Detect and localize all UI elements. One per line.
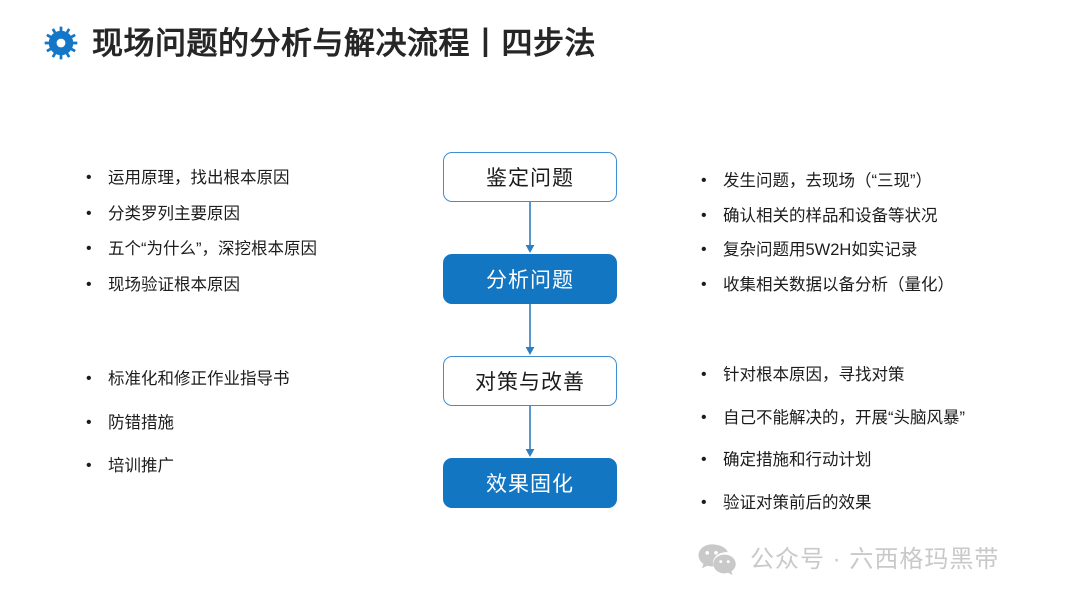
list-item: • 自己不能解决的，开展“头脑风暴” xyxy=(701,408,965,427)
list-item: • 防错措施 xyxy=(86,413,290,432)
bullet-icon: • xyxy=(701,206,707,224)
page-header: 现场问题的分析与解决流程丨四步法 xyxy=(44,26,596,60)
gear-icon xyxy=(44,26,78,60)
left-bottom-bullet-list: • 标准化和修正作业指导书 • 防错措施 • 培训推广 xyxy=(86,371,290,502)
list-item-label: 验证对策前后的效果 xyxy=(723,493,872,512)
bullet-icon: • xyxy=(701,241,707,258)
wechat-icon xyxy=(698,544,736,576)
footer-label: 公众号 · 六西格玛黑带 xyxy=(750,546,1000,573)
list-item-label: 发生问题，去现场（“三现”） xyxy=(723,172,932,190)
list-item-label: 五个“为什么”，深挖根本原因 xyxy=(108,240,317,258)
list-item-label: 培训推广 xyxy=(108,457,174,475)
list-item: • 培训推广 xyxy=(86,458,290,475)
bullet-icon: • xyxy=(86,413,92,431)
list-item-label: 收集相关数据以备分析（量化） xyxy=(723,275,954,294)
right-top-bullet-list: • 发生问题，去现场（“三现”） • 确认相关的样品和设备等状况 • 复杂问题用… xyxy=(701,173,954,311)
list-item: • 针对根本原因，寻找对策 xyxy=(701,367,965,384)
list-item: • 验证对策前后的效果 xyxy=(701,493,965,512)
flow-connector-2 xyxy=(443,304,617,356)
list-item-label: 运用原理，找出根本原因 xyxy=(108,169,290,187)
bullet-icon: • xyxy=(86,275,92,293)
list-item-label: 确认相关的样品和设备等状况 xyxy=(723,206,938,225)
down-arrow-icon xyxy=(525,406,535,457)
bullet-icon: • xyxy=(86,169,92,186)
footer-watermark: 公众号 · 六西格玛黑带 xyxy=(697,543,999,577)
flow-step-3[interactable]: 对策与改善 xyxy=(443,356,617,406)
bullet-icon: • xyxy=(701,451,707,468)
flow-connector-1 xyxy=(443,202,617,254)
list-item-label: 分类罗列主要原因 xyxy=(108,204,240,223)
list-item: • 分类罗列主要原因 xyxy=(86,204,317,223)
down-arrow-icon xyxy=(525,202,535,253)
list-item: • 五个“为什么”，深挖根本原因 xyxy=(86,241,317,258)
list-item: • 确定措施和行动计划 xyxy=(701,452,965,469)
list-item: • 现场验证根本原因 xyxy=(86,275,317,294)
list-item: • 确认相关的样品和设备等状况 xyxy=(701,206,954,225)
flow-step-1[interactable]: 鉴定问题 xyxy=(443,152,617,202)
flow-step-label: 效果固化 xyxy=(486,473,574,496)
flow-step-label: 分析问题 xyxy=(486,269,574,292)
bullet-icon: • xyxy=(701,366,707,383)
list-item: • 收集相关数据以备分析（量化） xyxy=(701,275,954,294)
list-item-label: 防错措施 xyxy=(108,413,174,432)
flow-step-label: 鉴定问题 xyxy=(486,167,574,190)
list-item-label: 标准化和修正作业指导书 xyxy=(108,370,290,388)
list-item-label: 复杂问题用5W2H如实记录 xyxy=(723,241,918,259)
flow-step-2[interactable]: 分析问题 xyxy=(443,254,617,304)
bullet-icon: • xyxy=(86,240,92,257)
bullet-icon: • xyxy=(701,275,707,293)
list-item-label: 自己不能解决的，开展“头脑风暴” xyxy=(723,408,965,427)
bullet-icon: • xyxy=(86,457,92,474)
bullet-icon: • xyxy=(701,172,707,189)
page-title: 现场问题的分析与解决流程丨四步法 xyxy=(92,25,596,61)
left-top-bullet-list: • 运用原理，找出根本原因 • 分类罗列主要原因 • 五个“为什么”，深挖根本原… xyxy=(86,170,317,312)
flow-connector-3 xyxy=(443,406,617,458)
right-bottom-bullet-list: • 针对根本原因，寻找对策 • 自己不能解决的，开展“头脑风暴” • 确定措施和… xyxy=(701,367,965,537)
list-item-label: 确定措施和行动计划 xyxy=(723,451,872,469)
bullet-icon: • xyxy=(701,408,707,426)
bullet-icon: • xyxy=(86,204,92,222)
list-item: • 运用原理，找出根本原因 xyxy=(86,170,317,187)
bullet-icon: • xyxy=(86,370,92,387)
list-item: • 标准化和修正作业指导书 xyxy=(86,371,290,388)
list-item: • 发生问题，去现场（“三现”） xyxy=(701,173,954,190)
down-arrow-icon xyxy=(525,304,535,355)
bullet-icon: • xyxy=(701,493,707,511)
list-item-label: 针对根本原因，寻找对策 xyxy=(723,366,905,384)
flow-step-label: 对策与改善 xyxy=(475,371,585,394)
four-step-flowchart: 鉴定问题 分析问题 对策与改善 效果固化 xyxy=(443,152,617,508)
list-item: • 复杂问题用5W2H如实记录 xyxy=(701,242,954,259)
flow-step-4[interactable]: 效果固化 xyxy=(443,458,617,508)
list-item-label: 现场验证根本原因 xyxy=(108,275,240,294)
